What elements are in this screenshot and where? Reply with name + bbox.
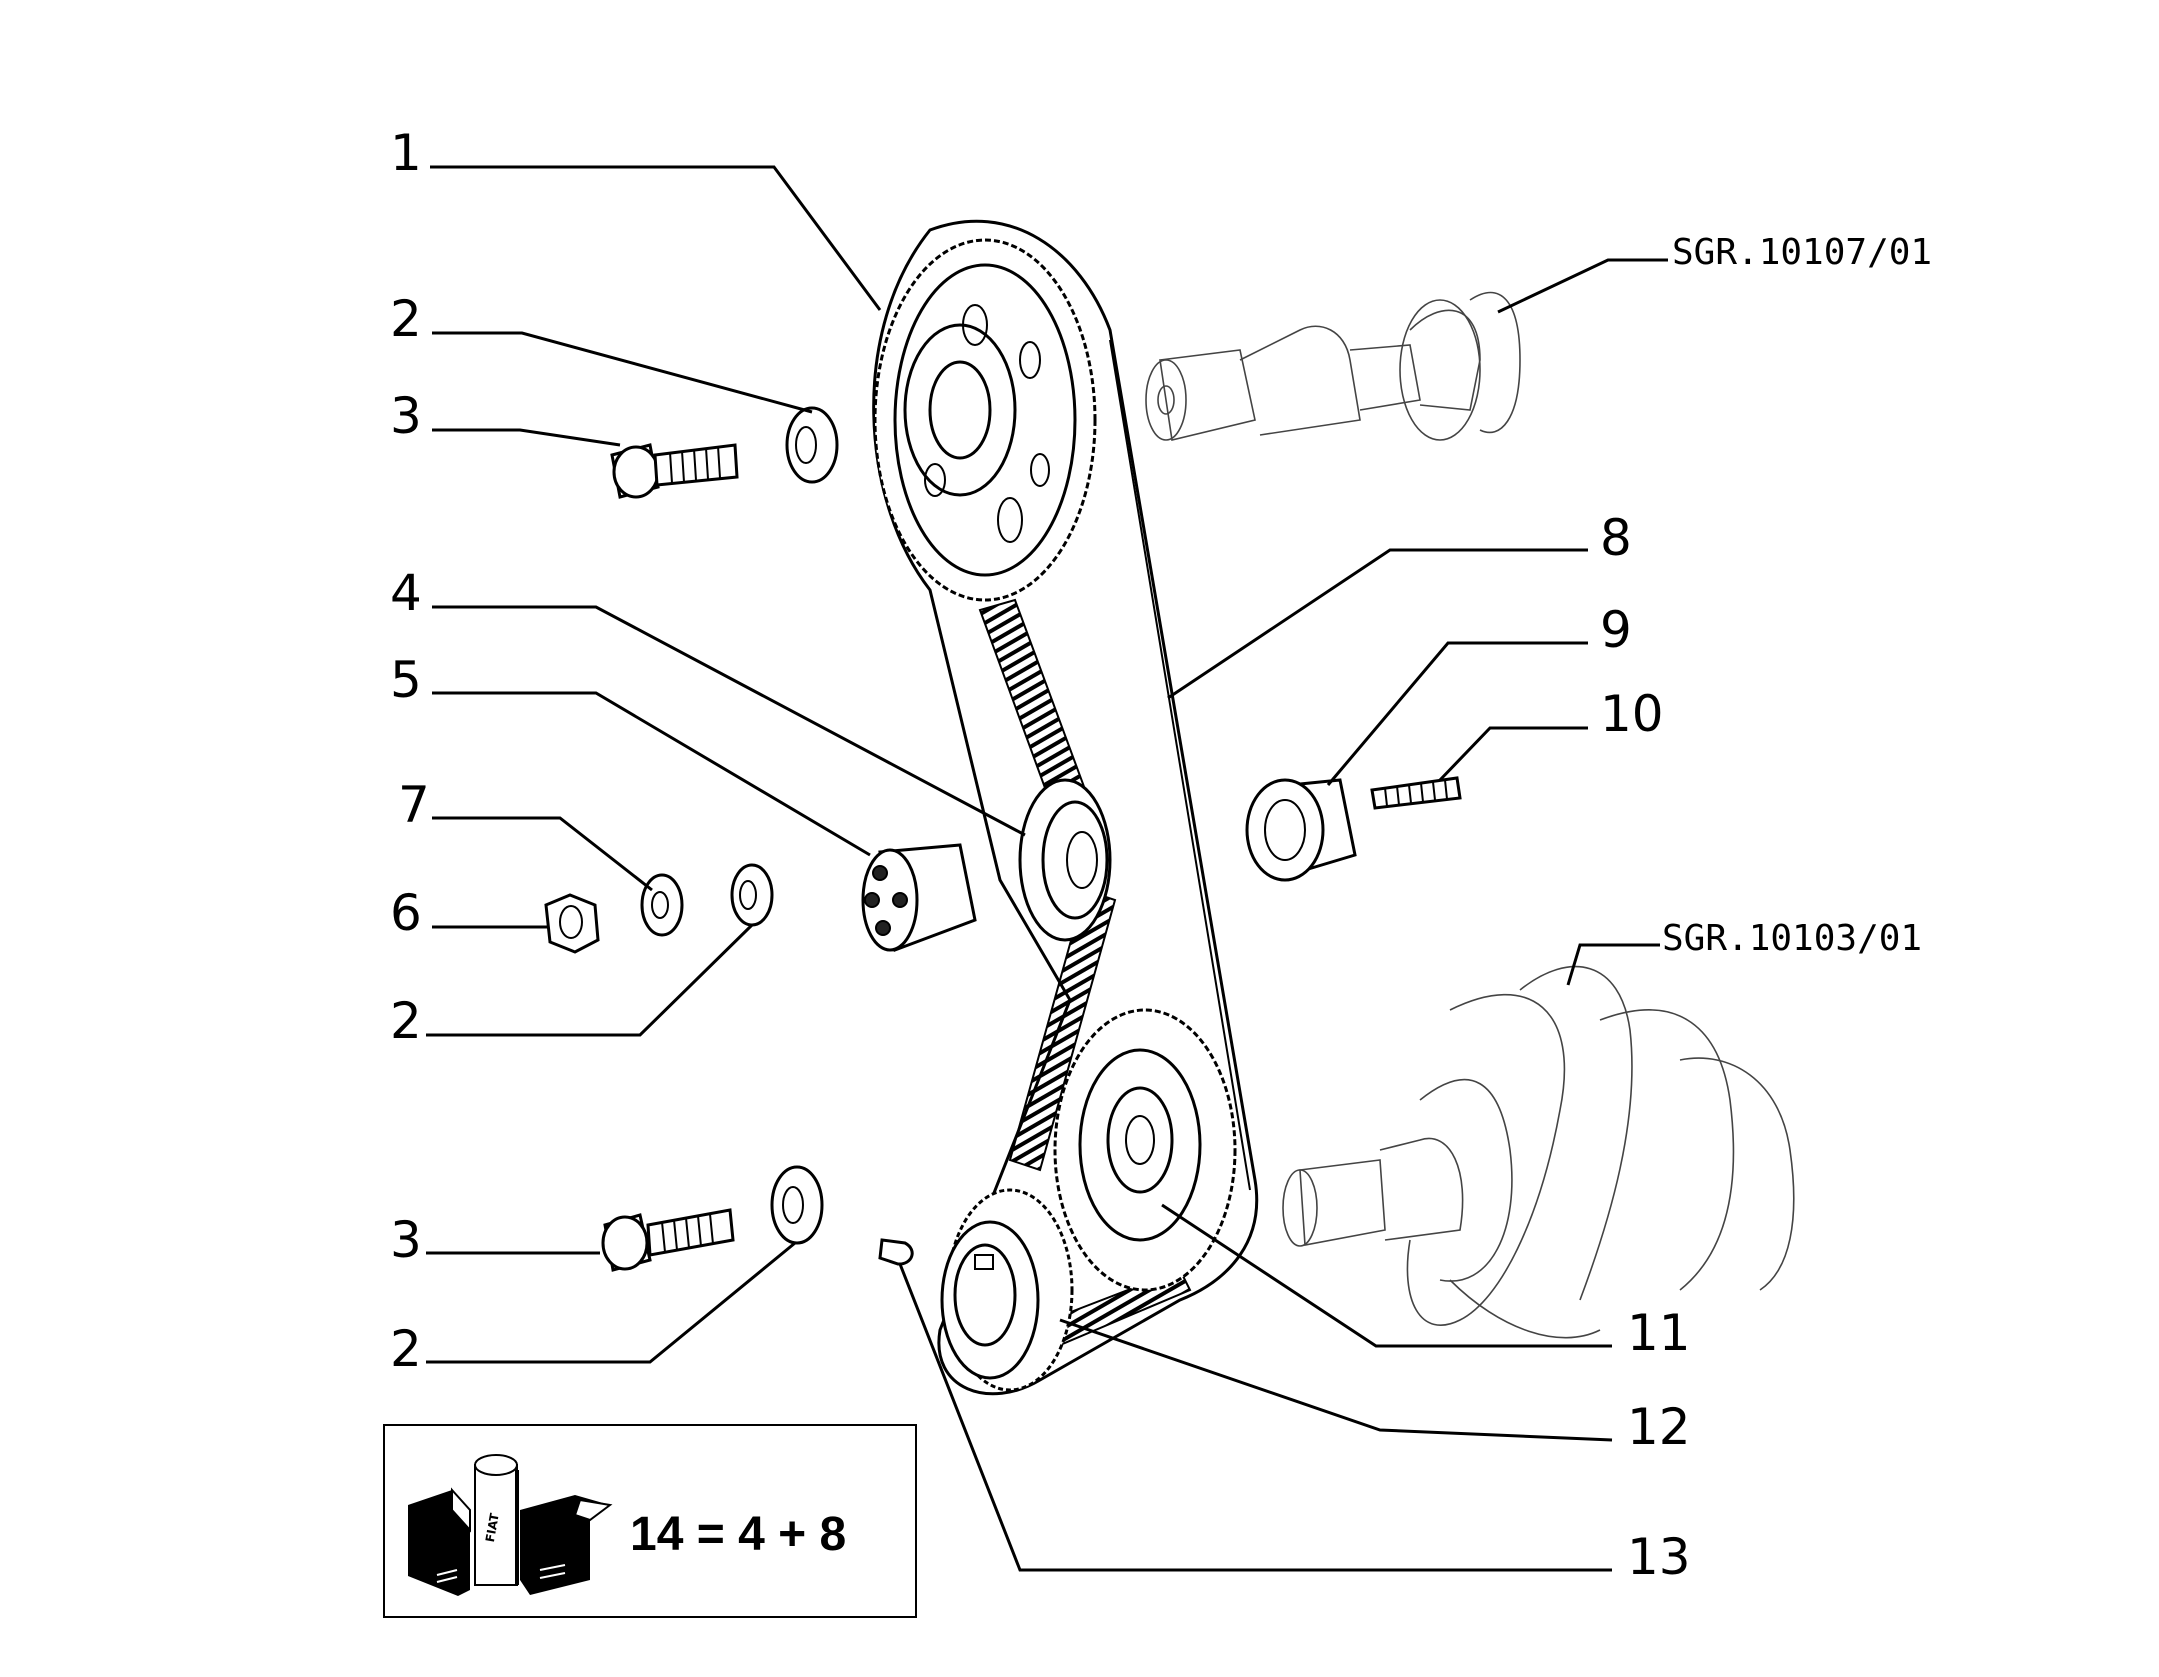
washer-bottom [770, 1165, 824, 1245]
callout-8: 8 [1600, 509, 1632, 567]
callout-5: 5 [390, 651, 422, 709]
washer-top [785, 406, 839, 484]
camshaft-reference-code: SGR.10107/01 [1672, 232, 1932, 273]
callout-2-middle: 2 [390, 992, 422, 1050]
callout-11: 11 [1627, 1304, 1691, 1362]
crankshaft-reference-code: SGR.10103/01 [1662, 918, 1922, 959]
callout-4: 4 [390, 564, 422, 622]
kit-box: FIAT 14 = 4 + 8 [383, 1424, 917, 1618]
bolt-bottom [601, 1208, 735, 1272]
callout-3-top: 3 [390, 387, 422, 445]
callout-1: 1 [390, 124, 422, 182]
kit-equation: 14 = 4 + 8 [630, 1508, 846, 1561]
fiat-kit-logo-text: FIAT [483, 1511, 502, 1543]
callout-2-bottom: 2 [390, 1320, 422, 1378]
callout-2-top: 2 [390, 290, 422, 348]
callout-13: 13 [1627, 1528, 1691, 1586]
callout-6: 6 [390, 884, 422, 942]
washer-middle [730, 863, 774, 927]
callout-10: 10 [1600, 685, 1664, 743]
crankshaft-pulley [940, 1188, 1074, 1392]
flat-washer [640, 873, 684, 937]
camshaft-reference-drawing [1145, 291, 1521, 441]
spacer-sleeve [1245, 778, 1357, 882]
camshaft-pulley [873, 238, 1097, 602]
callout-7: 7 [398, 776, 430, 834]
woodruff-key [878, 1238, 914, 1266]
stud-bolt [1370, 776, 1462, 810]
hex-nut [544, 893, 600, 954]
callout-9: 9 [1600, 601, 1632, 659]
callout-12: 12 [1627, 1398, 1691, 1456]
tensioner-bushing [861, 843, 977, 953]
tensioner-pulley [1018, 778, 1112, 942]
crankshaft-reference-drawing [1282, 965, 1795, 1339]
auxiliary-pulley [1053, 1008, 1237, 1292]
leader-lines [426, 165, 1668, 1572]
callout-3-bottom: 3 [390, 1211, 422, 1269]
bolt-top [610, 443, 739, 499]
callout-labels: 1 2 3 4 5 7 6 2 3 2 8 9 10 11 12 13 [390, 124, 1691, 1586]
fiat-kit-logo: FIAT [408, 1454, 613, 1596]
